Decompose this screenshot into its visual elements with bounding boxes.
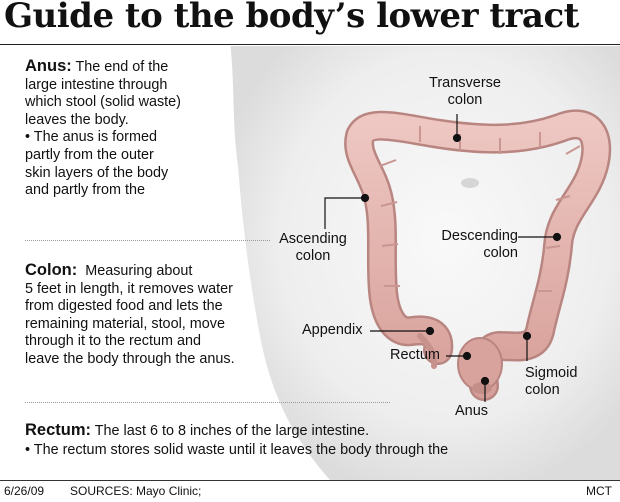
colon-heading: Colon: — [25, 261, 78, 279]
label-text: Sigmoid — [525, 365, 578, 381]
anus-line: leaves the body. — [25, 111, 129, 128]
anus-line: which stool (solid waste) — [25, 94, 181, 111]
title-divider — [0, 44, 620, 45]
label-text: colon — [295, 248, 331, 264]
anus-line: and partly from the — [25, 182, 145, 199]
label-text: Descending — [441, 228, 518, 244]
colon-line: Measuring about — [85, 263, 193, 279]
rectum-description: Rectum: The last 6 to 8 inches of the la… — [25, 421, 605, 460]
label-rectum: Rectum — [390, 347, 440, 363]
section-divider — [25, 240, 270, 241]
footer-credit: MCT — [586, 484, 612, 498]
label-text: Ascending — [279, 231, 347, 247]
rectum-heading: Rectum: — [25, 421, 92, 439]
footer-date: 6/26/09 — [4, 484, 45, 498]
label-appendix: Appendix — [302, 322, 363, 338]
label-transverse-colon: Transverse colon — [425, 75, 505, 109]
rectum-line: • The rectum stores solid waste until it… — [25, 442, 449, 458]
colon-tube — [346, 111, 609, 399]
label-ascending-colon: Ascending colon — [276, 231, 350, 265]
colon-line: 5 feet in length, it removes water — [25, 280, 233, 297]
anus-line: The end of the — [75, 59, 169, 75]
colon-line: through it to the rectum and — [25, 333, 201, 350]
label-text: colon — [525, 382, 560, 398]
appendix — [417, 333, 438, 369]
section-divider — [25, 402, 390, 403]
label-sigmoid-colon: Sigmoid colon — [525, 365, 577, 399]
footer-sources: SOURCES: Mayo Clinic; — [70, 484, 202, 498]
colon-line: from digested food and lets the — [25, 298, 223, 315]
torso-silhouette — [230, 46, 620, 480]
footer-divider — [0, 480, 620, 481]
anus-line: large intestine through — [25, 76, 168, 93]
colon-description: Colon: Measuring about 5 feet in length,… — [25, 261, 285, 369]
label-descending-colon: Descending colon — [436, 228, 518, 262]
label-text: Transverse — [429, 75, 501, 91]
navel — [461, 178, 479, 188]
colon-line: leave the body through the anus. — [25, 350, 235, 367]
anus-description: Anus: The end of the large intestine thr… — [25, 57, 230, 200]
colon-line: remaining material, stool, move — [25, 315, 225, 332]
colon-illustration — [230, 46, 620, 480]
page-title: Guide to the body’s lower tract — [4, 0, 579, 36]
label-text: colon — [483, 245, 518, 261]
anus-line: partly from the outer — [25, 146, 154, 163]
label-anus: Anus — [455, 403, 489, 419]
rectum-line: The last 6 to 8 inches of the large inte… — [94, 423, 370, 439]
anus-line: skin layers of the body — [25, 164, 169, 181]
label-text: colon — [447, 92, 483, 108]
colon-haustra — [379, 126, 581, 292]
anus-line: • The anus is formed — [25, 129, 157, 146]
anus-heading: Anus: — [25, 57, 72, 75]
